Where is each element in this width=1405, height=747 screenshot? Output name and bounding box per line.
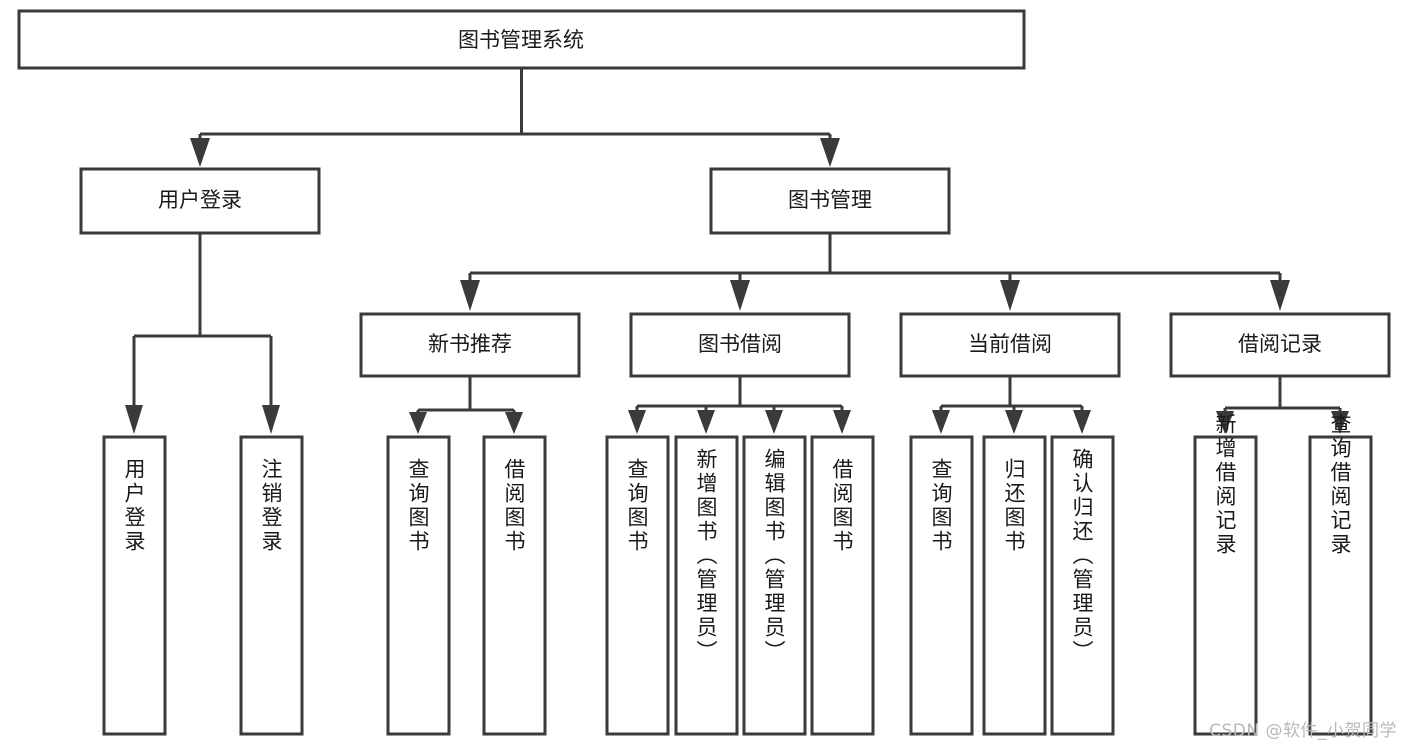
arrow-head-user-login bbox=[190, 138, 210, 167]
arrow-head-book-borrow bbox=[730, 280, 750, 311]
leaf-confirm-return-label: 确认归还（管理员） bbox=[1070, 448, 1094, 664]
leaf-edit-book-label: 编辑图书（管理员） bbox=[762, 448, 786, 664]
arrow-head-leaf-edit-book bbox=[765, 410, 783, 434]
node-book-manage[interactable]: 图书管理 bbox=[709, 167, 951, 235]
leaf-query-book-3-box[interactable] bbox=[909, 435, 974, 736]
leaf-node-return-book[interactable]: 归还图书 bbox=[982, 435, 1047, 736]
node-book-borrow-box[interactable] bbox=[629, 312, 851, 378]
leaf-add-book-label: 新增图书（管理员） bbox=[694, 448, 718, 664]
leaf-query-record-label: 查询借阅记录 bbox=[1328, 413, 1352, 557]
leaf-query-record-box[interactable] bbox=[1308, 435, 1373, 736]
leaf-node-add-book[interactable]: 新增图书（管理员） bbox=[674, 435, 739, 736]
arrow-head-leaf-user-login bbox=[125, 405, 143, 434]
leaf-borrow-book-2-box[interactable] bbox=[810, 435, 875, 736]
leaf-user-logout-box[interactable] bbox=[239, 435, 304, 736]
leaf-query-book-2-label: 查询图书 bbox=[625, 458, 649, 554]
leaf-user-logout-label: 注销登录 bbox=[259, 458, 283, 554]
node-user-login-box[interactable] bbox=[79, 167, 321, 235]
leaf-node-query-book-2[interactable]: 查询图书 bbox=[605, 435, 670, 736]
node-user-login[interactable]: 用户登录 bbox=[79, 167, 321, 235]
leaf-query-book-2-box[interactable] bbox=[605, 435, 670, 736]
leaf-query-book-1-label: 查询图书 bbox=[406, 458, 430, 554]
arrow-head-book-manage bbox=[820, 138, 840, 167]
node-borrow-record-box[interactable] bbox=[1169, 312, 1391, 378]
leaf-add-record-box[interactable] bbox=[1193, 435, 1258, 736]
node-root-label: 图书管理系统 bbox=[458, 28, 584, 52]
node-root-box[interactable] bbox=[17, 9, 1026, 70]
leaf-add-book-box[interactable] bbox=[674, 435, 739, 736]
leaf-node-query-book-1[interactable]: 查询图书 bbox=[386, 435, 451, 736]
arrow-head-new-book-rec bbox=[460, 280, 480, 311]
leaf-node-user-logout[interactable]: 注销登录 bbox=[239, 435, 304, 736]
node-current-borrow-box[interactable] bbox=[899, 312, 1121, 378]
connector-group-new-book-rec bbox=[409, 376, 523, 434]
leaf-user-login-box[interactable] bbox=[102, 435, 167, 736]
connector-group-current-borrow bbox=[932, 376, 1091, 434]
arrow-head-borrow-record bbox=[1270, 280, 1290, 311]
arrow-head-leaf-query-book-3 bbox=[932, 410, 950, 434]
arrow-head-leaf-add-book bbox=[697, 410, 715, 434]
node-current-borrow[interactable]: 当前借阅 bbox=[899, 312, 1121, 378]
arrow-head-current-borrow bbox=[1000, 280, 1020, 311]
node-root[interactable]: 图书管理系统 bbox=[17, 9, 1026, 70]
leaf-return-book-label: 归还图书 bbox=[1002, 458, 1026, 554]
node-user-login-label: 用户登录 bbox=[158, 188, 242, 212]
leaf-borrow-book-2-label: 借阅图书 bbox=[830, 458, 854, 554]
leaf-edit-book-box[interactable] bbox=[742, 435, 807, 736]
arrow-head-leaf-borrow-book-1 bbox=[505, 412, 523, 434]
arrow-head-leaf-add-record bbox=[1216, 411, 1234, 434]
arrow-head-leaf-query-record bbox=[1331, 411, 1349, 434]
leaf-borrow-book-1-label: 借阅图书 bbox=[502, 458, 526, 554]
arrow-head-leaf-query-book-2 bbox=[628, 410, 646, 434]
connector-group-book-manage bbox=[460, 233, 1290, 311]
leaf-node-user-login[interactable]: 用户登录 bbox=[102, 435, 167, 736]
node-current-borrow-label: 当前借阅 bbox=[968, 332, 1052, 356]
leaf-query-book-3-label: 查询图书 bbox=[929, 458, 953, 554]
leaf-confirm-return-box[interactable] bbox=[1050, 435, 1115, 736]
arrow-head-leaf-query-book-1 bbox=[409, 412, 427, 434]
node-new-book-rec[interactable]: 新书推荐 bbox=[359, 312, 581, 378]
leaf-user-login-label: 用户登录 bbox=[122, 458, 146, 554]
leaf-return-book-box[interactable] bbox=[982, 435, 1047, 736]
leaf-node-add-record[interactable]: 新增借阅记录 bbox=[1193, 413, 1258, 736]
leaf-query-book-1-box[interactable] bbox=[386, 435, 451, 736]
leaf-node-borrow-book-1[interactable]: 借阅图书 bbox=[482, 435, 547, 736]
arrow-head-leaf-confirm-return bbox=[1073, 410, 1091, 434]
connector-group-root bbox=[190, 68, 840, 167]
node-book-borrow-label: 图书借阅 bbox=[698, 332, 782, 356]
node-book-manage-label: 图书管理 bbox=[788, 188, 872, 212]
node-book-borrow[interactable]: 图书借阅 bbox=[629, 312, 851, 378]
leaf-borrow-book-1-box[interactable] bbox=[482, 435, 547, 736]
leaf-node-query-book-3[interactable]: 查询图书 bbox=[909, 435, 974, 736]
leaf-node-confirm-return[interactable]: 确认归还（管理员） bbox=[1050, 435, 1115, 736]
node-new-book-rec-box[interactable] bbox=[359, 312, 581, 378]
connector-group-user-login bbox=[125, 233, 280, 434]
connector-group-book-borrow bbox=[628, 376, 851, 434]
leaf-node-borrow-book-2[interactable]: 借阅图书 bbox=[810, 435, 875, 736]
node-book-manage-box[interactable] bbox=[709, 167, 951, 235]
arrow-head-leaf-borrow-book-2 bbox=[833, 410, 851, 434]
node-new-book-rec-label: 新书推荐 bbox=[428, 332, 512, 356]
node-borrow-record[interactable]: 借阅记录 bbox=[1169, 312, 1391, 378]
arrow-head-leaf-return-book bbox=[1005, 410, 1023, 434]
node-borrow-record-label: 借阅记录 bbox=[1238, 332, 1322, 356]
leaf-node-query-record[interactable]: 查询借阅记录 bbox=[1308, 413, 1373, 736]
arrow-head-leaf-user-logout bbox=[262, 405, 280, 434]
leaf-add-record-label: 新增借阅记录 bbox=[1213, 413, 1237, 557]
connector-group-borrow-record bbox=[1216, 376, 1349, 434]
leaf-node-edit-book[interactable]: 编辑图书（管理员） bbox=[742, 435, 807, 736]
